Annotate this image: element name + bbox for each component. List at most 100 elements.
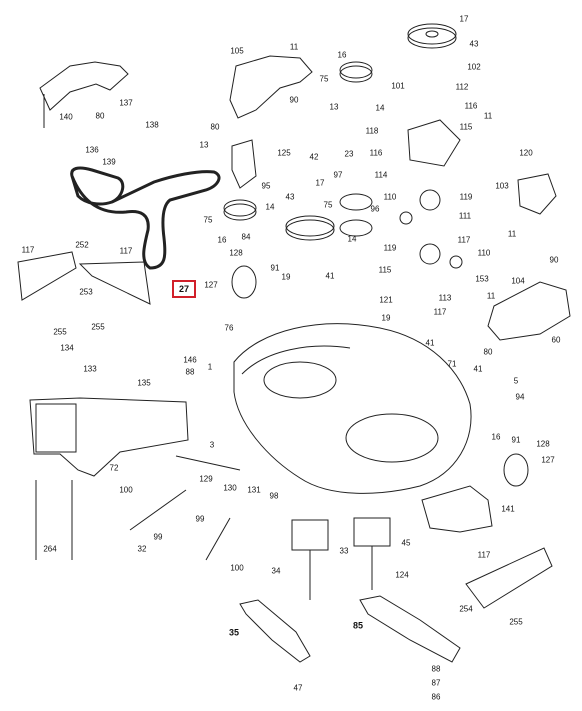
part-callout-80: 80 bbox=[483, 347, 493, 357]
part-callout-101: 101 bbox=[391, 81, 405, 91]
side-shield-103 bbox=[517, 173, 557, 215]
part-callout-84: 84 bbox=[241, 232, 251, 242]
part-callout-119: 119 bbox=[383, 243, 397, 253]
part-callout-124: 124 bbox=[395, 570, 409, 580]
part-callout-14: 14 bbox=[265, 202, 275, 212]
spindle-45 bbox=[353, 517, 391, 547]
part-callout-127: 127 bbox=[204, 280, 218, 290]
part-callout-3: 3 bbox=[209, 440, 215, 450]
part-callout-255: 255 bbox=[509, 617, 523, 627]
part-callout-100: 100 bbox=[119, 485, 133, 495]
part-callout-138: 138 bbox=[145, 120, 159, 130]
part-callout-136: 136 bbox=[85, 145, 99, 155]
part-callout-127: 127 bbox=[541, 455, 555, 465]
highlight-label: 27 bbox=[178, 284, 189, 294]
idler-bracket-118 bbox=[407, 119, 461, 167]
part-callout-13: 13 bbox=[199, 140, 209, 150]
spindle-33 bbox=[291, 519, 329, 551]
part-callout-121: 121 bbox=[379, 295, 393, 305]
part-callout-128: 128 bbox=[536, 439, 550, 449]
part-callout-80: 80 bbox=[95, 111, 105, 121]
part-callout-104: 104 bbox=[511, 276, 525, 286]
part-callout-105: 105 bbox=[230, 46, 244, 56]
part-callout-137: 137 bbox=[119, 98, 133, 108]
pulley-75-lower bbox=[339, 219, 373, 237]
part-callout-117: 117 bbox=[457, 235, 471, 245]
part-callout-134: 134 bbox=[60, 343, 74, 353]
part-callout-19: 19 bbox=[281, 272, 291, 282]
part-callout-45: 45 bbox=[401, 538, 411, 548]
part-callout-252: 252 bbox=[75, 240, 89, 250]
part-callout-71: 71 bbox=[447, 359, 457, 369]
part-callout-91: 91 bbox=[511, 435, 521, 445]
part-callout-34: 34 bbox=[271, 566, 281, 576]
part-callout-17: 17 bbox=[459, 14, 469, 24]
part-callout-94: 94 bbox=[515, 392, 525, 402]
part-callout-11: 11 bbox=[483, 111, 493, 121]
part-callout-115: 115 bbox=[378, 265, 392, 275]
part-callout-75: 75 bbox=[203, 215, 213, 225]
part-callout-135: 135 bbox=[137, 378, 151, 388]
part-callout-72: 72 bbox=[109, 463, 119, 473]
part-callout-88: 88 bbox=[431, 664, 441, 674]
part-callout-111: 111 bbox=[458, 211, 472, 221]
pulley-75-top bbox=[339, 65, 373, 83]
part-callout-117: 117 bbox=[477, 550, 491, 560]
part-callout-85: 85 bbox=[352, 620, 364, 631]
lift-link-99b bbox=[205, 517, 231, 561]
part-callout-88: 88 bbox=[185, 367, 195, 377]
part-callout-115: 115 bbox=[459, 122, 473, 132]
blade-85 bbox=[359, 595, 461, 663]
part-callout-14: 14 bbox=[375, 103, 385, 113]
part-callout-41: 41 bbox=[325, 271, 335, 281]
part-callout-95: 95 bbox=[261, 181, 271, 191]
part-callout-131: 131 bbox=[247, 485, 261, 495]
belt-cover-105 bbox=[229, 55, 313, 119]
bracket-252 bbox=[17, 251, 77, 301]
part-callout-141: 141 bbox=[501, 504, 515, 514]
drive-belt bbox=[70, 166, 221, 270]
part-callout-264: 264 bbox=[43, 544, 57, 554]
part-callout-80: 80 bbox=[210, 122, 220, 132]
part-callout-255: 255 bbox=[53, 327, 67, 337]
gear-110b bbox=[449, 255, 463, 269]
part-callout-35: 35 bbox=[228, 627, 240, 638]
part-callout-90: 90 bbox=[549, 255, 559, 265]
part-callout-86: 86 bbox=[431, 692, 441, 702]
part-callout-90: 90 bbox=[289, 95, 299, 105]
part-callout-99: 99 bbox=[153, 532, 163, 542]
part-callout-254: 254 bbox=[459, 604, 473, 614]
part-callout-99: 99 bbox=[195, 514, 205, 524]
part-callout-140: 140 bbox=[59, 112, 73, 122]
part-callout-47: 47 bbox=[293, 683, 303, 693]
part-callout-128: 128 bbox=[229, 248, 243, 258]
part-callout-103: 103 bbox=[495, 181, 509, 191]
bracket-125 bbox=[231, 139, 257, 189]
part-callout-13: 13 bbox=[329, 102, 339, 112]
blade-35 bbox=[239, 599, 311, 663]
rod-129 bbox=[175, 455, 241, 471]
gear-assembly-119b bbox=[419, 243, 441, 265]
bracket-253 bbox=[78, 261, 151, 305]
part-callout-117: 117 bbox=[433, 307, 447, 317]
pulley-75-center bbox=[339, 193, 373, 211]
part-callout-139: 139 bbox=[102, 157, 116, 167]
part-callout-11: 11 bbox=[507, 229, 517, 239]
part-callout-75: 75 bbox=[319, 74, 329, 84]
part-callout-17: 17 bbox=[315, 178, 325, 188]
part-callout-16: 16 bbox=[491, 432, 501, 442]
wheel-128-left bbox=[231, 265, 257, 299]
part-callout-76: 76 bbox=[224, 323, 234, 333]
part-callout-96: 96 bbox=[370, 204, 380, 214]
deflector-141 bbox=[421, 485, 493, 533]
mower-deck-1 bbox=[233, 323, 472, 494]
part-callout-133: 133 bbox=[83, 364, 97, 374]
part-callout-1: 1 bbox=[207, 362, 213, 372]
part-callout-129: 129 bbox=[199, 474, 213, 484]
pulley-43 bbox=[407, 27, 457, 49]
part-callout-153: 153 bbox=[475, 274, 489, 284]
part-callout-117: 117 bbox=[119, 246, 133, 256]
part-callout-42: 42 bbox=[309, 152, 319, 162]
part-callout-41: 41 bbox=[473, 364, 483, 374]
part-callout-120: 120 bbox=[519, 148, 533, 158]
